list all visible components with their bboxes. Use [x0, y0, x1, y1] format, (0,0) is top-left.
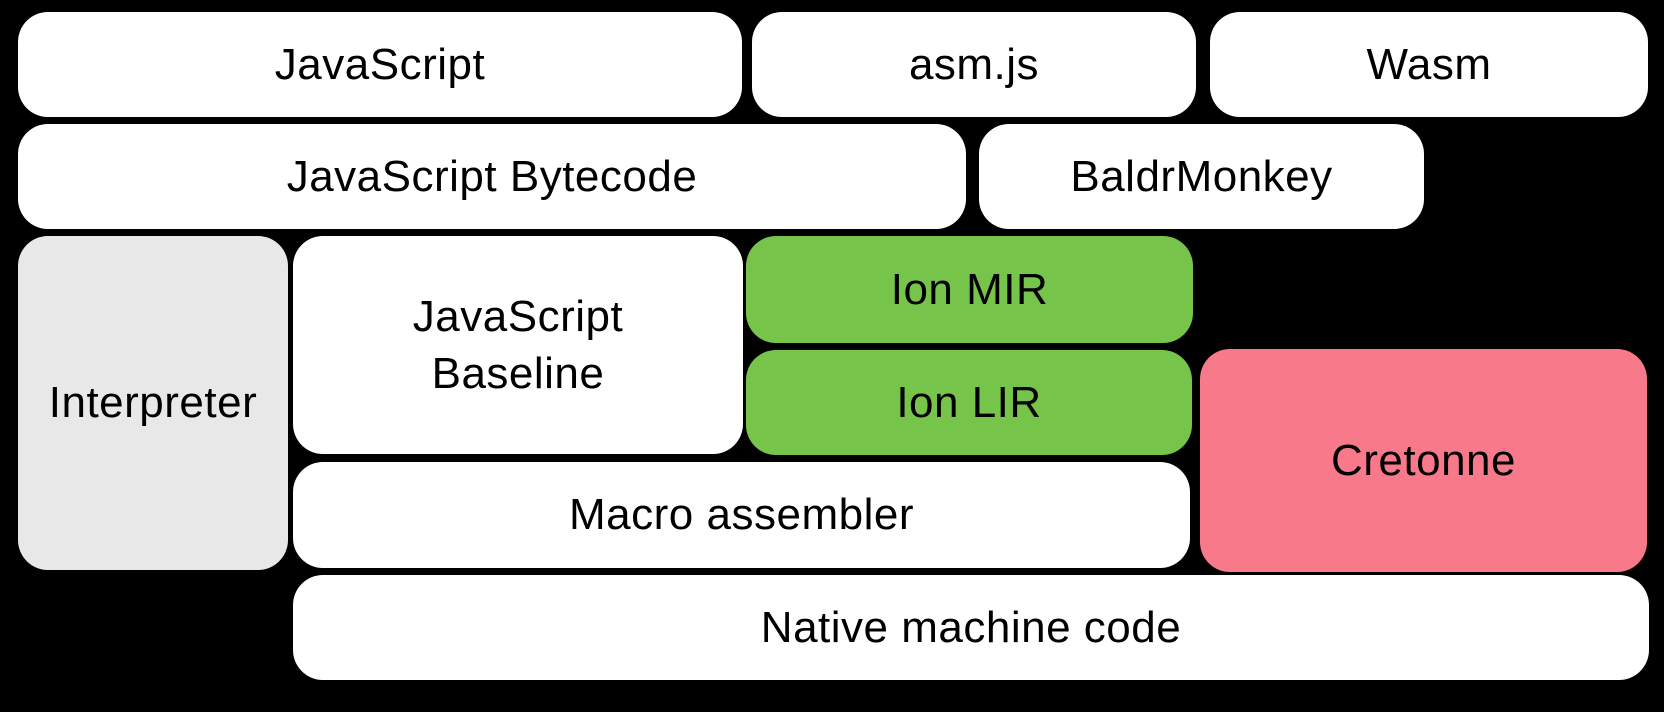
node-label: Ion MIR: [890, 264, 1049, 314]
node-label: Wasm: [1366, 39, 1492, 89]
node-label: Macro assembler: [569, 490, 914, 540]
node-label: JavaScript Baseline: [412, 291, 624, 398]
node-javascript-bytecode: JavaScript Bytecode: [18, 124, 966, 229]
node-asm-js: asm.js: [752, 12, 1196, 117]
node-label: JavaScript Bytecode: [286, 151, 698, 201]
node-label: Native machine code: [760, 602, 1182, 652]
node-label: asm.js: [908, 39, 1040, 89]
node-label: JavaScript: [274, 39, 486, 89]
node-label: Interpreter: [48, 378, 258, 428]
node-ion-lir: Ion LIR: [746, 350, 1192, 455]
node-native-machine-code: Native machine code: [293, 575, 1649, 680]
node-label: BaldrMonkey: [1070, 151, 1333, 201]
node-interpreter: Interpreter: [18, 236, 288, 570]
node-javascript-baseline: JavaScript Baseline: [293, 236, 743, 454]
node-ion-mir: Ion MIR: [746, 236, 1193, 343]
node-label: Ion LIR: [896, 377, 1042, 427]
node-javascript: JavaScript: [18, 12, 742, 117]
node-wasm: Wasm: [1210, 12, 1648, 117]
node-label: Cretonne: [1330, 435, 1516, 485]
node-macro-assembler: Macro assembler: [293, 462, 1190, 568]
node-cretonne: Cretonne: [1200, 349, 1647, 572]
node-baldrmonkey: BaldrMonkey: [979, 124, 1424, 229]
